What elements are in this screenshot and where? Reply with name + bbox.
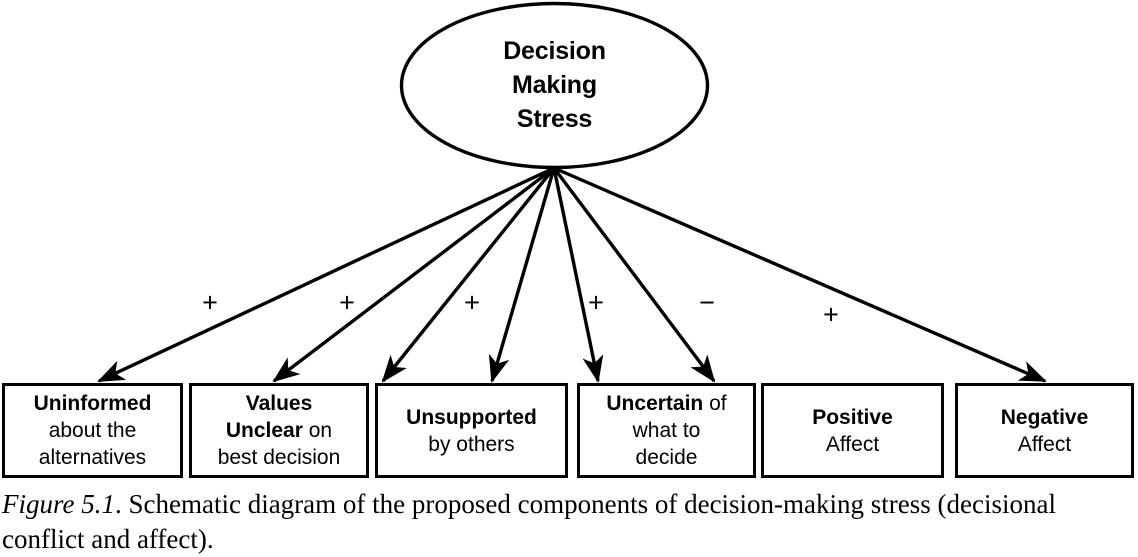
component-box-unsupported[interactable]: Unsupported by others bbox=[375, 383, 568, 478]
component-box-values-unclear[interactable]: Values Unclear on best decision bbox=[189, 383, 369, 478]
root-node-line-3: Stress bbox=[516, 105, 593, 133]
arrow-to-component-6 bbox=[552, 166, 716, 383]
component-line-bold: Unclear bbox=[225, 419, 303, 442]
component-box-uncertain[interactable]: Uncertain of what to decide bbox=[577, 383, 756, 478]
component-line: alternatives bbox=[38, 446, 147, 469]
component-box-negative-affect[interactable]: Negative Affect bbox=[955, 383, 1134, 478]
component-line-bold: Uncertain bbox=[606, 392, 704, 415]
component-box-positive-affect[interactable]: Positive Affect bbox=[761, 383, 944, 478]
arrow-to-component-7 bbox=[553, 166, 1047, 383]
component-line: best decision bbox=[217, 446, 341, 469]
figure-caption-text: . Schematic diagram of the proposed comp… bbox=[2, 489, 1056, 554]
arrow-to-component-4 bbox=[488, 167, 556, 383]
figure-caption-label: Figure 5.1 bbox=[2, 489, 115, 519]
component-line-plain: on bbox=[302, 419, 333, 442]
component-line: by others bbox=[428, 432, 515, 456]
root-node-line-2: Making bbox=[512, 71, 597, 99]
root-node-label: Decision Making Stress bbox=[401, 34, 708, 136]
component-line: Positive bbox=[812, 405, 893, 429]
component-line: decide bbox=[635, 446, 698, 469]
sign-marker-5: − bbox=[699, 287, 715, 318]
component-line: Uncertain of bbox=[606, 390, 726, 417]
arrow-to-component-1 bbox=[97, 166, 555, 383]
component-line: about the bbox=[48, 419, 137, 442]
component-line: Affect bbox=[825, 432, 880, 456]
component-line-plain: of bbox=[703, 392, 727, 415]
sign-marker-6: + bbox=[823, 299, 839, 330]
component-line: Unclear on bbox=[226, 417, 332, 444]
sign-marker-2: + bbox=[339, 287, 355, 318]
figure-caption: Figure 5.1. Schematic diagram of the pro… bbox=[2, 487, 1134, 557]
arrow-to-component-5 bbox=[552, 167, 604, 383]
component-line: Affect bbox=[1017, 432, 1072, 456]
arrow-to-component-2 bbox=[272, 166, 556, 383]
root-node-line-1: Decision bbox=[503, 37, 606, 65]
component-line: Values bbox=[245, 392, 313, 415]
sign-marker-1: + bbox=[202, 287, 218, 318]
component-box-uninformed[interactable]: Uninformed about the alternatives bbox=[2, 383, 183, 478]
component-line: Negative bbox=[1000, 405, 1089, 429]
sign-marker-4: + bbox=[588, 287, 604, 318]
component-line: Uninformed bbox=[33, 392, 152, 415]
arrow-to-component-3 bbox=[381, 166, 556, 383]
component-line: Unsupported bbox=[406, 405, 537, 429]
sign-marker-3: + bbox=[464, 287, 480, 318]
component-line: what to bbox=[632, 419, 701, 442]
